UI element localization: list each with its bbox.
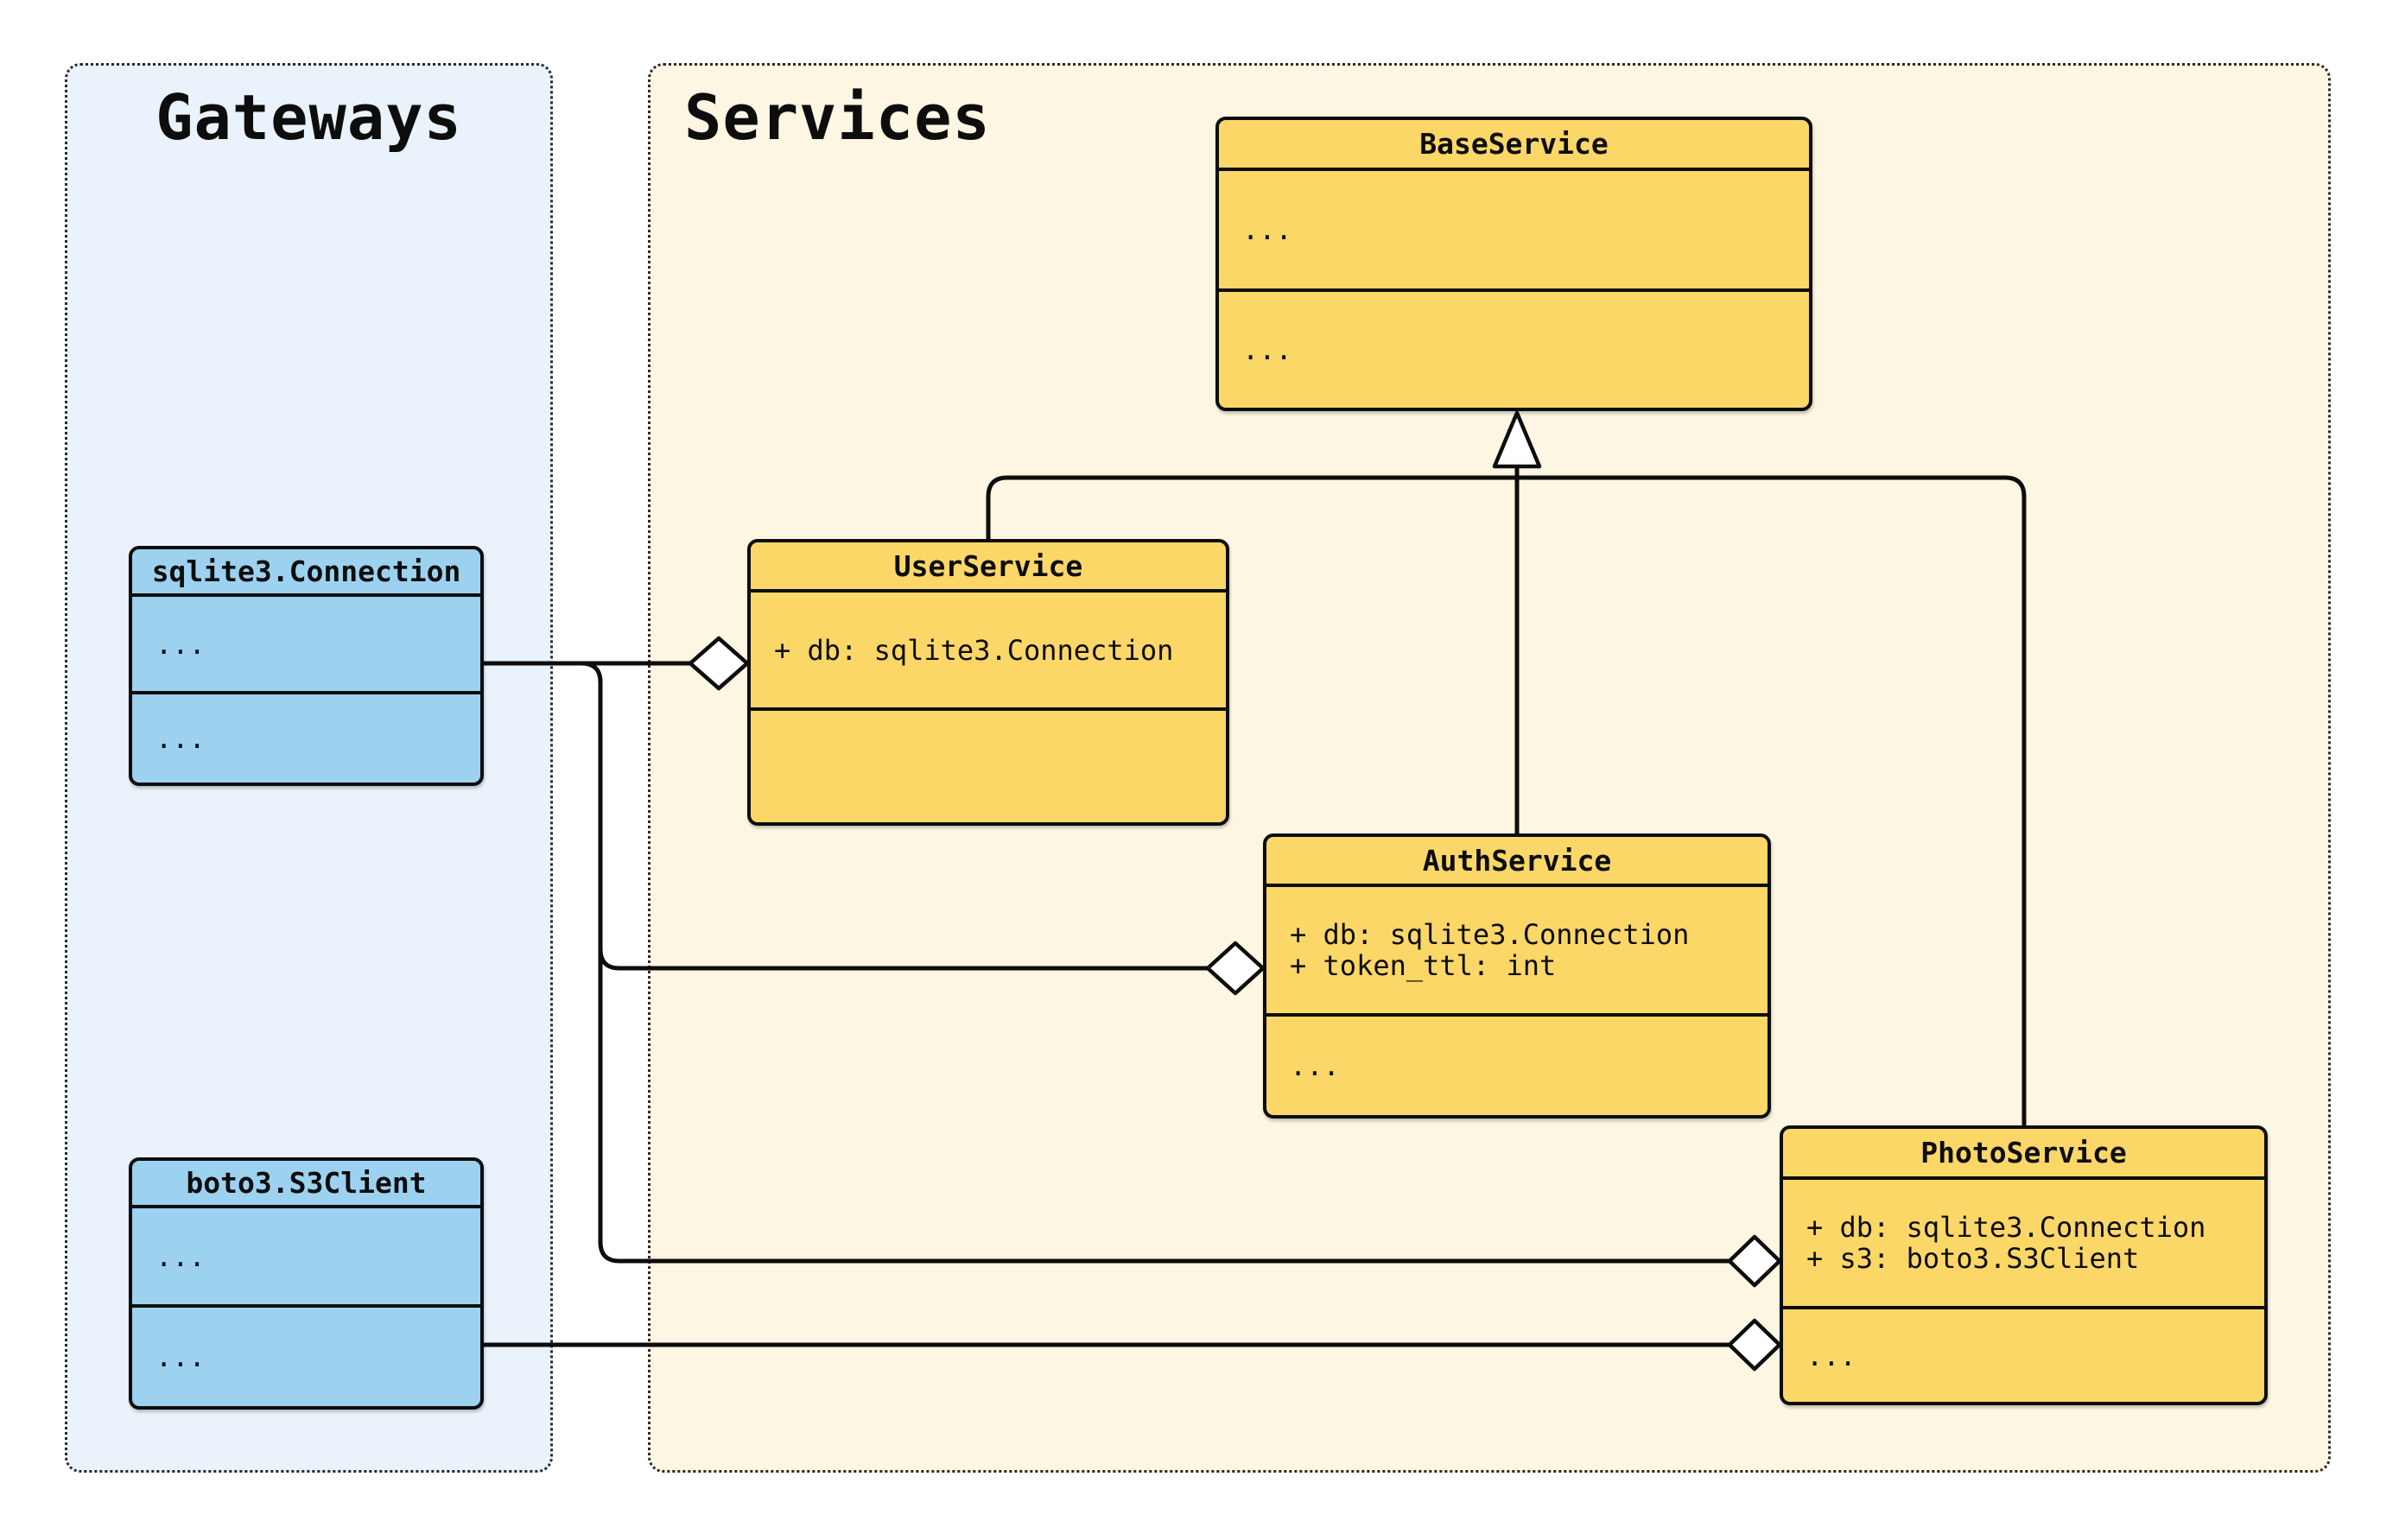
attribute-line: + db: sqlite3.Connection — [1806, 1211, 2206, 1244]
class-title: BaseService — [1419, 127, 1609, 161]
class-attributes: + db: sqlite3.Connection — [751, 589, 1226, 707]
class-methods — [751, 707, 1226, 822]
method-line: ... — [155, 722, 206, 755]
class-attributes: + db: sqlite3.Connection + token_ttl: in… — [1266, 884, 1768, 1013]
services-panel-title: Services — [684, 81, 991, 154]
method-line: ... — [155, 1340, 206, 1373]
class-title: UserService — [893, 548, 1083, 583]
attribute-line: + db: sqlite3.Connection — [1290, 918, 1690, 951]
class-methods: ... — [1266, 1013, 1768, 1115]
aggregation-diamond-icon — [1727, 1318, 1782, 1372]
class-box-boto3-s3client: boto3.S3Client ... ... — [129, 1157, 484, 1410]
class-methods: ... — [132, 691, 480, 783]
attribute-line: + s3: boto3.S3Client — [1806, 1242, 2140, 1275]
class-title: PhotoService — [1920, 1136, 2127, 1169]
attribute-line: ... — [155, 627, 206, 661]
class-box-sqlite3-connection: sqlite3.Connection ... ... — [129, 546, 484, 786]
aggregation-diamond-icon — [1727, 1234, 1782, 1288]
class-box-authservice: AuthService + db: sqlite3.Connection + t… — [1263, 833, 1771, 1119]
method-line: ... — [1806, 1339, 1856, 1372]
attribute-line: ... — [155, 1239, 206, 1273]
aggregation-line-sqlite-photo — [581, 661, 1729, 1264]
class-title: boto3.S3Client — [186, 1166, 427, 1200]
class-attributes: + db: sqlite3.Connection + s3: boto3.S3C… — [1783, 1176, 2264, 1306]
gateways-panel-title: Gateways — [155, 81, 462, 154]
class-methods: ... — [1783, 1306, 2264, 1402]
class-title: sqlite3.Connection — [151, 555, 461, 588]
attribute-line: ... — [1242, 213, 1292, 246]
class-title: AuthService — [1422, 843, 1612, 878]
attribute-line: + token_ttl: int — [1290, 949, 1557, 982]
class-methods: ... — [1219, 288, 1809, 408]
method-line: ... — [1242, 333, 1292, 366]
attribute-line: + db: sqlite3.Connection — [774, 633, 1174, 667]
aggregation-diamond-icon — [1205, 941, 1266, 996]
class-box-baseservice: BaseService ... ... — [1215, 117, 1812, 411]
class-attributes: ... — [1219, 168, 1809, 288]
class-box-photoservice: PhotoService + db: sqlite3.Connection + … — [1780, 1125, 2268, 1405]
class-methods: ... — [132, 1304, 480, 1406]
inheritance-bus-line — [986, 475, 2027, 1125]
class-attributes: ... — [132, 593, 480, 691]
inheritance-triangle-icon — [1492, 410, 1542, 469]
class-box-userservice: UserService + db: sqlite3.Connection — [747, 539, 1229, 826]
aggregation-line-sqlite-auth — [598, 948, 1208, 971]
class-attributes: ... — [132, 1205, 480, 1304]
method-line: ... — [1290, 1049, 1340, 1082]
aggregation-diamond-icon — [688, 636, 750, 691]
